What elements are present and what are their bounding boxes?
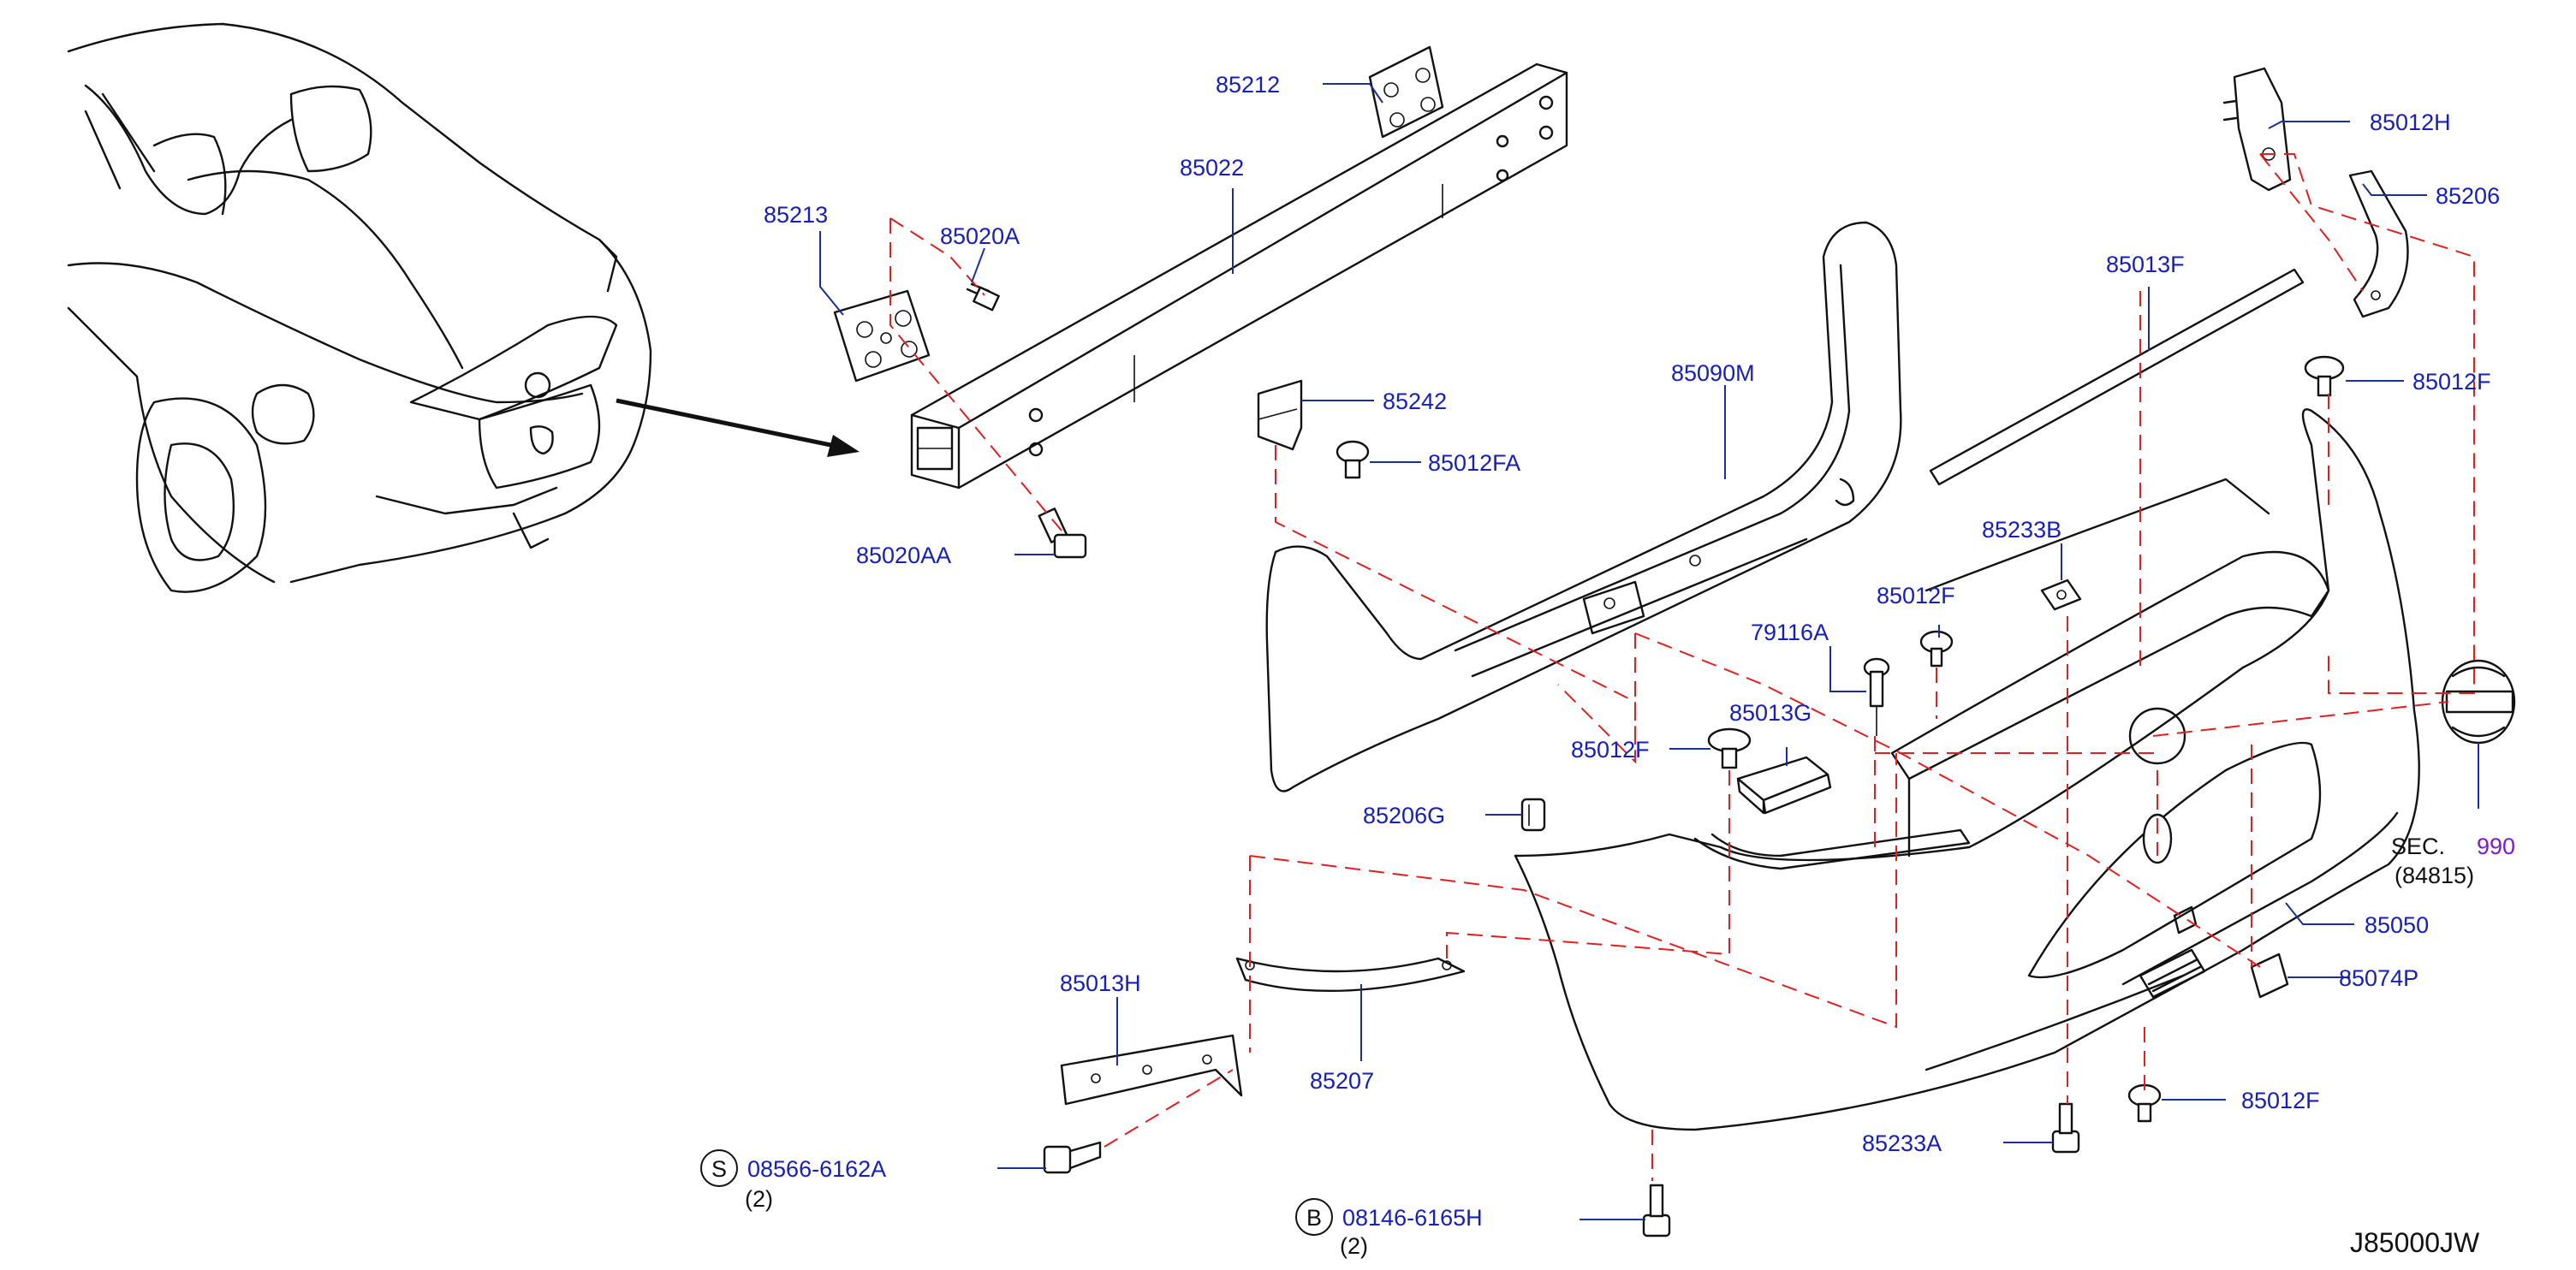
label-85012fa: 85012FA xyxy=(1428,450,1520,476)
reinforcement-beam xyxy=(910,62,1568,490)
label-85022: 85022 xyxy=(1180,155,1244,181)
section-prefix: SEC. xyxy=(2391,834,2445,859)
label-85020aa: 85020AA xyxy=(856,543,951,568)
label-85013h: 85013H xyxy=(1060,970,1141,996)
label-85206: 85206 xyxy=(2436,183,2500,209)
rivet-79116a xyxy=(1863,657,1890,736)
label-85242: 85242 xyxy=(1383,389,1447,414)
fastener-s: S 08566-6162A (2) xyxy=(700,1149,886,1212)
label-85013g: 85013G xyxy=(1729,700,1812,726)
bracket-85206 xyxy=(2348,169,2409,318)
clip-85012f-right xyxy=(2304,355,2345,397)
clip-85012fa xyxy=(1336,440,1370,479)
nut-85233b xyxy=(2040,579,2082,611)
label-85233a: 85233A xyxy=(1862,1131,1942,1156)
upper-moulding xyxy=(1929,268,2305,486)
label-85206g: 85206G xyxy=(1363,803,1445,828)
bracket-85242 xyxy=(1257,379,1303,451)
leader-lines xyxy=(819,83,2479,1220)
label-85213: 85213 xyxy=(764,202,828,228)
label-85020a: 85020A xyxy=(940,223,1020,249)
cover-85074p xyxy=(2250,952,2289,999)
label-85050: 85050 xyxy=(2365,912,2429,938)
section-reference: SEC. 990 (84815) xyxy=(2391,834,2515,888)
bracket-plate-left xyxy=(833,289,931,383)
bracket-85012h xyxy=(2222,67,2292,192)
bolt-85020aa xyxy=(1038,507,1087,559)
b-part-number: 08146-6165H xyxy=(1342,1205,1483,1231)
label-85233b: 85233B xyxy=(1982,517,2061,543)
label-85013f: 85013F xyxy=(2106,252,2185,277)
assembly-lines xyxy=(889,153,2475,1181)
bolt-85233a xyxy=(2051,1102,2080,1154)
s-quantity: (2) xyxy=(745,1186,773,1212)
emblem-990 xyxy=(2441,659,2516,745)
label-85012f-left: 85012F xyxy=(1571,737,1650,763)
label-85212: 85212 xyxy=(1216,72,1280,98)
bolt-08566 xyxy=(1043,1141,1102,1174)
label-85012f-right: 85012F xyxy=(2412,369,2491,395)
section-sub: (84815) xyxy=(2395,863,2474,888)
label-85012h: 85012H xyxy=(2370,110,2451,135)
bumper-fascia xyxy=(1514,408,2420,1131)
bolt-08146 xyxy=(1642,1184,1671,1237)
overview-arrow xyxy=(616,398,860,457)
label-85012f-mid: 85012F xyxy=(1877,583,1955,608)
bracket-85013h xyxy=(1060,1034,1243,1106)
block-85013g xyxy=(1736,756,1832,815)
energy-absorber xyxy=(1265,221,1902,792)
section-number: 990 xyxy=(2477,834,2515,859)
bracket-plate-right xyxy=(1368,45,1444,139)
grommet-85206g xyxy=(1520,798,1546,832)
bracket-85207 xyxy=(1235,957,1466,993)
label-85074p: 85074P xyxy=(2339,965,2418,991)
fastener-b: B 08146-6165H (2) xyxy=(1295,1198,1483,1259)
b-quantity: (2) xyxy=(1340,1233,1368,1259)
part-labels: 85212 85022 85213 85020A 85020AA 85242 8… xyxy=(764,72,2500,1156)
label-85012f-bottom: 85012F xyxy=(2241,1088,2320,1113)
s-symbol: S xyxy=(711,1156,727,1182)
vehicle-overview xyxy=(67,22,652,593)
label-85207: 85207 xyxy=(1310,1068,1374,1094)
clip-85012f-mid xyxy=(1919,630,1954,668)
clip-85012f-bottom xyxy=(2127,1083,2162,1123)
label-79116a: 79116A xyxy=(1751,620,1829,645)
label-85090m: 85090M xyxy=(1671,360,1755,386)
b-symbol: B xyxy=(1306,1205,1322,1231)
bolt-85020a xyxy=(966,282,1000,312)
diagram-code: J85000JW xyxy=(2350,1227,2480,1258)
clip-85012f-left xyxy=(1707,727,1752,769)
s-part-number: 08566-6162A xyxy=(747,1156,886,1182)
